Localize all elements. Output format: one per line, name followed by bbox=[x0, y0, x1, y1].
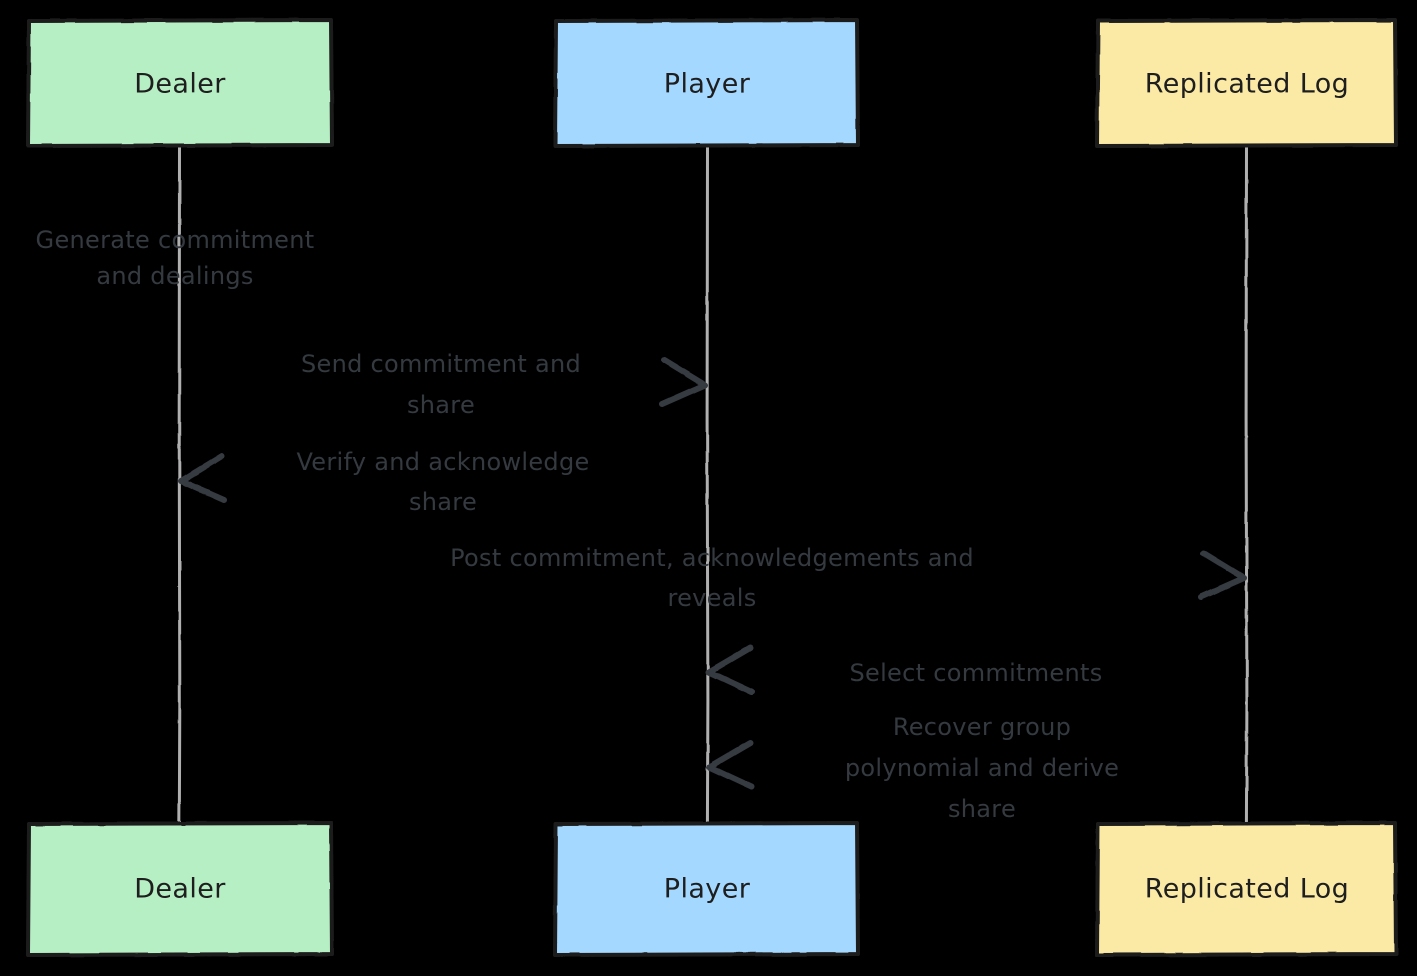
message-select-commitments[interactable]: Select commitments bbox=[706, 645, 1245, 695]
note-generate-line-1: Generate commitment bbox=[36, 226, 315, 254]
message-post-commitment[interactable]: Post commitment, acknowledgements and re… bbox=[180, 544, 1247, 612]
message-recover-group[interactable]: Recover group polynomial and derive shar… bbox=[706, 713, 1245, 823]
participant-box-player-bottom[interactable]: Player bbox=[553, 821, 860, 957]
participant-box-replicated-log-bottom[interactable]: Replicated Log bbox=[1095, 821, 1398, 957]
participant-label-replicated-log-top: Replicated Log bbox=[1145, 69, 1349, 100]
message-verify-acknowledge[interactable]: Verify and acknowledge share bbox=[178, 448, 706, 516]
message-send-commitment-arrowhead bbox=[659, 357, 708, 407]
bottom-participant-boxes: Dealer Player Replicated Log bbox=[26, 821, 1398, 957]
message-recover-group-arrowhead bbox=[706, 740, 755, 790]
top-participant-boxes: Dealer Player Replicated Log bbox=[26, 18, 1398, 148]
note-generate-line-2: and dealings bbox=[96, 262, 253, 290]
player-top-box-shape bbox=[553, 18, 860, 148]
dealer-top-box-shape bbox=[26, 18, 334, 148]
message-post-commitment-label-2: reveals bbox=[667, 584, 756, 612]
participant-label-player-top: Player bbox=[664, 69, 751, 100]
participant-box-dealer-top[interactable]: Dealer bbox=[26, 18, 334, 148]
message-send-commitment[interactable]: Send commitment and share bbox=[180, 350, 708, 419]
message-verify-acknowledge-arrowhead bbox=[178, 453, 227, 503]
participant-label-dealer-top: Dealer bbox=[134, 69, 226, 100]
lifeline-replicated-log bbox=[1244, 144, 1249, 830]
note-generate-commitment: Generate commitment and dealings bbox=[36, 226, 315, 290]
participant-label-player-bottom: Player bbox=[664, 874, 751, 905]
message-send-commitment-label-1: Send commitment and bbox=[301, 350, 581, 378]
participant-label-replicated-log-bottom: Replicated Log bbox=[1145, 874, 1349, 905]
message-select-commitments-arrowhead bbox=[706, 645, 755, 695]
message-verify-acknowledge-label-1: Verify and acknowledge bbox=[296, 448, 589, 476]
message-recover-group-label-2: polynomial and derive bbox=[845, 754, 1119, 782]
player-bottom-box-shape bbox=[553, 821, 860, 957]
message-verify-acknowledge-label-2: share bbox=[409, 488, 477, 516]
message-select-commitments-label-1: Select commitments bbox=[849, 659, 1102, 687]
participant-box-dealer-bottom[interactable]: Dealer bbox=[26, 821, 334, 957]
message-recover-group-label-1: Recover group bbox=[893, 713, 1071, 741]
message-send-commitment-label-2: share bbox=[407, 391, 475, 419]
message-post-commitment-label-1: Post commitment, acknowledgements and bbox=[450, 544, 974, 572]
lifeline-dealer bbox=[177, 144, 182, 830]
lifeline-player bbox=[705, 144, 710, 830]
participant-label-dealer-bottom: Dealer bbox=[134, 874, 226, 905]
replicated-log-bottom-box-shape bbox=[1095, 821, 1398, 957]
message-post-commitment-arrowhead bbox=[1198, 550, 1247, 600]
replicated-log-top-box-shape bbox=[1095, 18, 1398, 148]
message-recover-group-label-3: share bbox=[948, 795, 1016, 823]
dealer-bottom-box-shape bbox=[26, 821, 334, 957]
participant-box-player-top[interactable]: Player bbox=[553, 18, 860, 148]
participant-box-replicated-log-top[interactable]: Replicated Log bbox=[1095, 18, 1398, 148]
lifelines-group bbox=[177, 144, 1249, 830]
